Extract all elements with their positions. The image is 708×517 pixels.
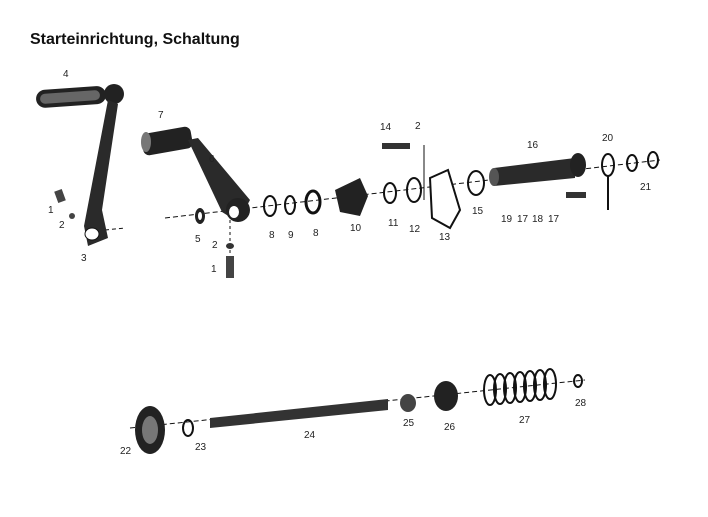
part-label: 2: [59, 220, 65, 231]
part-label: 22: [120, 446, 132, 457]
part-kickstarter-lever: [36, 84, 124, 246]
part-24-kickstart-shaft: [135, 368, 583, 454]
part-label: 8: [269, 230, 275, 241]
part-label: 14: [380, 122, 392, 133]
part-washers: [263, 151, 659, 217]
part-10-cam: [335, 178, 368, 216]
part-label: 3: [81, 253, 87, 264]
part-label: 26: [444, 422, 456, 433]
part-13-plate: [428, 168, 462, 230]
part-label: 18: [532, 214, 544, 225]
part-label: 2: [415, 121, 421, 132]
part-label: 28: [575, 398, 587, 409]
part-label: 1: [211, 264, 217, 275]
part-label: 23: [195, 442, 207, 453]
part-label: 19: [501, 214, 513, 225]
part-label: 2: [212, 240, 218, 251]
part-label: 5: [195, 234, 201, 245]
part-gear-lever: [141, 126, 250, 278]
part-14-screw: [382, 143, 410, 149]
part-label: 13: [439, 232, 451, 243]
part-16-shift-shaft: [489, 153, 586, 198]
part-label: 12: [409, 224, 421, 235]
part-label: 21: [640, 182, 652, 193]
part-label: 11: [388, 218, 399, 229]
part-label: 8: [313, 228, 319, 239]
part-label: 17: [548, 214, 560, 225]
part-label: 17: [517, 214, 529, 225]
part-label: 27: [519, 415, 531, 426]
diagram-title: Starteinrichtung, Schaltung: [30, 31, 240, 48]
part-label: 4: [63, 69, 69, 80]
part-label: 1: [48, 205, 54, 216]
part-label: 20: [602, 133, 614, 144]
part-label: 10: [350, 223, 362, 234]
part-label: 25: [403, 418, 415, 429]
part-label: 24: [304, 430, 316, 441]
part-label: 7: [158, 110, 164, 121]
part-label: 9: [288, 230, 294, 241]
part-label: 6: [209, 154, 215, 165]
part-label: 15: [472, 206, 484, 217]
part-label: 16: [527, 140, 539, 151]
